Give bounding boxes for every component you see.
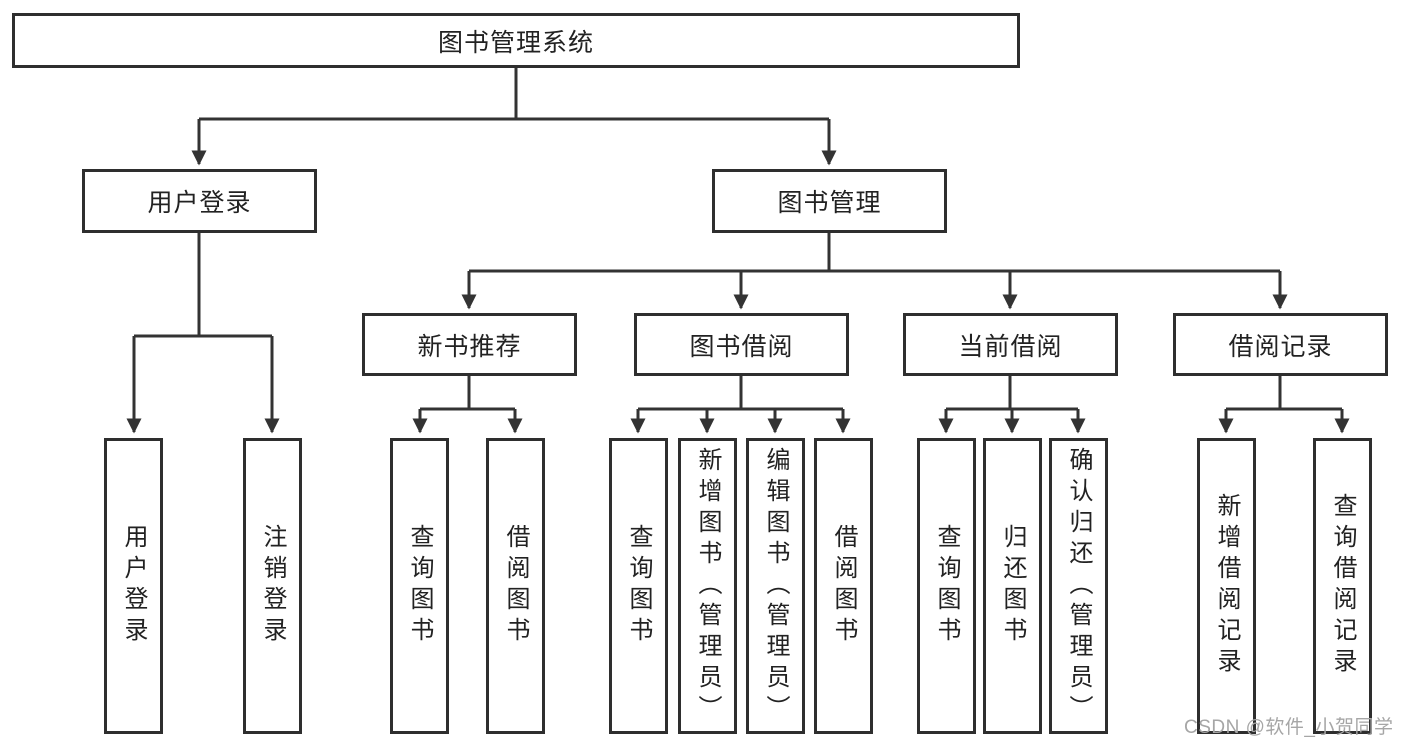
leaf-user-login: 用户登录 — [104, 438, 163, 734]
leaf-logout: 注销登录 — [243, 438, 302, 734]
csdn-watermark: CSDN @软件_小贺同学 — [1184, 717, 1394, 738]
leaf-borrow-books-recommend: 借阅图书 — [486, 438, 545, 734]
node-book-borrowing: 图书借阅 — [634, 313, 849, 376]
node-new-book-recommendation: 新书推荐 — [362, 313, 577, 376]
leaf-query-borrow-record: 查询借阅记录 — [1313, 438, 1372, 734]
leaf-confirm-return-admin: 确认归还（管理员） — [1049, 438, 1108, 734]
node-borrowing-records: 借阅记录 — [1173, 313, 1388, 376]
node-book-management: 图书管理 — [712, 169, 947, 233]
node-user-login: 用户登录 — [82, 169, 317, 233]
leaf-query-books-current: 查询图书 — [917, 438, 976, 734]
leaf-add-borrow-record: 新增借阅记录 — [1197, 438, 1256, 734]
leaf-edit-books-admin: 编辑图书（管理员） — [746, 438, 805, 734]
leaf-query-books-borrow: 查询图书 — [609, 438, 668, 734]
node-current-borrowing: 当前借阅 — [903, 313, 1118, 376]
leaf-borrow-books: 借阅图书 — [814, 438, 873, 734]
leaf-add-books-admin: 新增图书（管理员） — [678, 438, 737, 734]
node-library-management-system: 图书管理系统 — [12, 13, 1020, 68]
leaf-return-books: 归还图书 — [983, 438, 1042, 734]
leaf-query-books-recommend: 查询图书 — [390, 438, 449, 734]
